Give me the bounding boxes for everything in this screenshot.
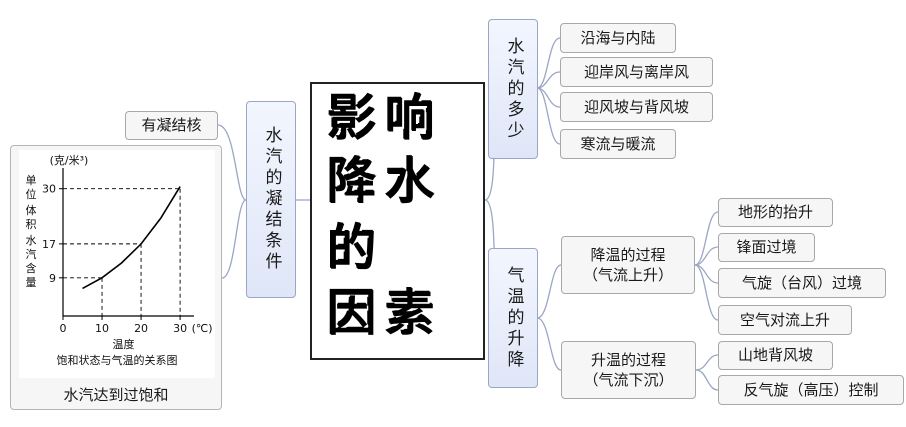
saturation-curve xyxy=(82,186,181,290)
y-axis-label-char: 量 xyxy=(26,276,37,289)
y-tick-label: 9 xyxy=(49,272,56,285)
node-coast-inland: 沿海与内陆 xyxy=(560,23,676,53)
y-axis-label-char: 水 xyxy=(26,234,37,247)
center-char: 响 xyxy=(385,90,435,147)
node-cyclone-passing: 气旋（台风）过境 xyxy=(718,268,886,298)
y-axis-label-char: 体 xyxy=(26,203,37,217)
y-unit-label: (克/米³) xyxy=(50,154,89,167)
node-anticyclone-control: 反气旋（高压）控制 xyxy=(718,375,904,405)
branch-condensation-conditions: 水汽的凝结条件 xyxy=(246,101,296,298)
node-saturation: 水汽达到过饱和 xyxy=(63,386,169,404)
branch-vapor-amount: 水汽的多少 xyxy=(488,19,538,159)
x-tick-label: 10 xyxy=(95,322,109,335)
saturation-chart-panel: (克/米³) 单位体积水汽含量 0 10 20 30 (℃) 9 17 30 温度饱和状态与气温的关… xyxy=(10,145,222,410)
node-front-passing: 锋面过境 xyxy=(718,233,815,262)
x-unit-label: (℃) xyxy=(192,322,213,335)
x-axis-label: 温度 xyxy=(113,337,135,351)
x-tick-label: 20 xyxy=(134,322,148,335)
center-char: 影 xyxy=(327,90,377,147)
y-axis-label-char: 位 xyxy=(26,187,37,201)
center-char: 降 xyxy=(327,153,377,210)
center-char: 水 xyxy=(385,153,435,210)
branch-temperature-change: 气温的升降 xyxy=(488,248,538,388)
node-warming-process: 升温的过程 （气流下沉） xyxy=(561,341,696,399)
chart-title: 饱和状态与气温的关系图 xyxy=(57,353,178,367)
y-axis-label-char: 含 xyxy=(26,261,37,275)
y-axis-label-char: 积 xyxy=(26,218,37,231)
node-leeward-slope: 山地背风坡 xyxy=(718,341,833,370)
x-tick-label: 0 xyxy=(60,322,67,335)
center-char: 的 xyxy=(327,220,377,277)
node-windward-leeward-slope: 迎风坡与背风坡 xyxy=(560,92,713,122)
node-condensation-nucleus: 有凝结核 xyxy=(125,111,218,140)
node-terrain-uplift: 地形的抬升 xyxy=(718,198,833,227)
y-tick-label: 30 xyxy=(42,183,56,196)
node-convection-rising: 空气对流上升 xyxy=(718,305,852,335)
y-axis-label-char: 汽 xyxy=(26,247,37,261)
y-axis-label-char: 单 xyxy=(26,174,37,187)
node-onshore-offshore-wind: 迎岸风与离岸风 xyxy=(560,57,713,87)
center-title-box: 影 响 降 水 的 因 素 xyxy=(310,82,485,360)
center-char: 因 xyxy=(327,285,377,342)
y-tick-label: 17 xyxy=(42,238,56,251)
node-cooling-process: 降温的过程 （气流上升） xyxy=(561,236,695,294)
node-cold-warm-current: 寒流与暖流 xyxy=(560,129,676,159)
x-tick-label: 30 xyxy=(173,322,187,335)
center-char: 素 xyxy=(385,285,435,342)
